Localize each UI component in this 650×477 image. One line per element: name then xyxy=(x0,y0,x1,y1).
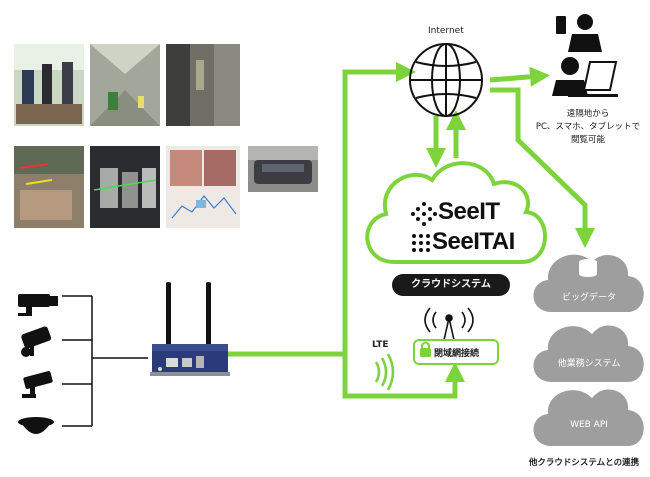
gray-cloud-other-system xyxy=(533,325,644,382)
camera-photos xyxy=(14,44,318,228)
box-camera-icon xyxy=(21,326,52,357)
dome-camera-icon xyxy=(18,417,54,434)
remote-access-line3: 閲覧可能 xyxy=(570,135,605,145)
arrow-internet-to-remote xyxy=(489,66,550,87)
gray-cloud-web-api xyxy=(533,389,644,446)
web-api-label: WEB API xyxy=(570,420,608,430)
laptop-user-icon xyxy=(552,57,618,97)
camera-connector-bracket xyxy=(62,295,148,427)
lte-label: LTE xyxy=(372,340,389,350)
closed-network-label: 閉域網接続 xyxy=(434,349,480,359)
bullet-camera-icon xyxy=(18,294,58,316)
cloud-system-badge: クラウドシステム xyxy=(392,274,510,296)
internet-label: Internet xyxy=(428,26,464,36)
mobile-user-icon xyxy=(556,14,602,52)
arrow-internet-to-other-clouds xyxy=(490,87,595,248)
remote-access-line1: 遠隔地から xyxy=(566,109,610,119)
camera-icons xyxy=(18,294,58,434)
seeit-label: SeeIT xyxy=(438,198,500,225)
database-icon xyxy=(579,259,597,277)
lock-icon xyxy=(420,341,431,357)
cloud-integration-label: 他クラウドシステムとの連携 xyxy=(528,458,640,468)
line-device-to-internet xyxy=(228,62,416,357)
remote-access-line2: PC、スマホ、タブレットで xyxy=(535,122,641,132)
cell-tower-icon xyxy=(424,307,474,341)
seeit-logo-icon xyxy=(411,202,437,226)
seeit-ai-label: SeeITAI xyxy=(432,228,515,255)
antenna-right xyxy=(206,282,211,346)
connection-lines xyxy=(228,62,595,399)
remote-access-note: 遠隔地から PC、スマホ、タブレットで 閲覧可能 xyxy=(528,108,648,147)
big-data-label: ビッグデータ xyxy=(561,293,616,303)
seeit-ai-logo-icon xyxy=(412,234,430,252)
lte-signal-icon xyxy=(374,353,395,391)
edge-router-device xyxy=(150,282,230,376)
dome-pole-camera-icon xyxy=(22,371,53,398)
antenna-left xyxy=(166,282,171,346)
gray-cloud-big-data xyxy=(533,254,644,312)
seeit-cloud xyxy=(365,161,547,264)
other-system-label: 他業務システム xyxy=(557,359,621,369)
internet-globe-icon xyxy=(409,43,483,117)
closed-network-badge-box xyxy=(413,339,499,365)
line-lte-to-closed-network xyxy=(342,354,465,399)
